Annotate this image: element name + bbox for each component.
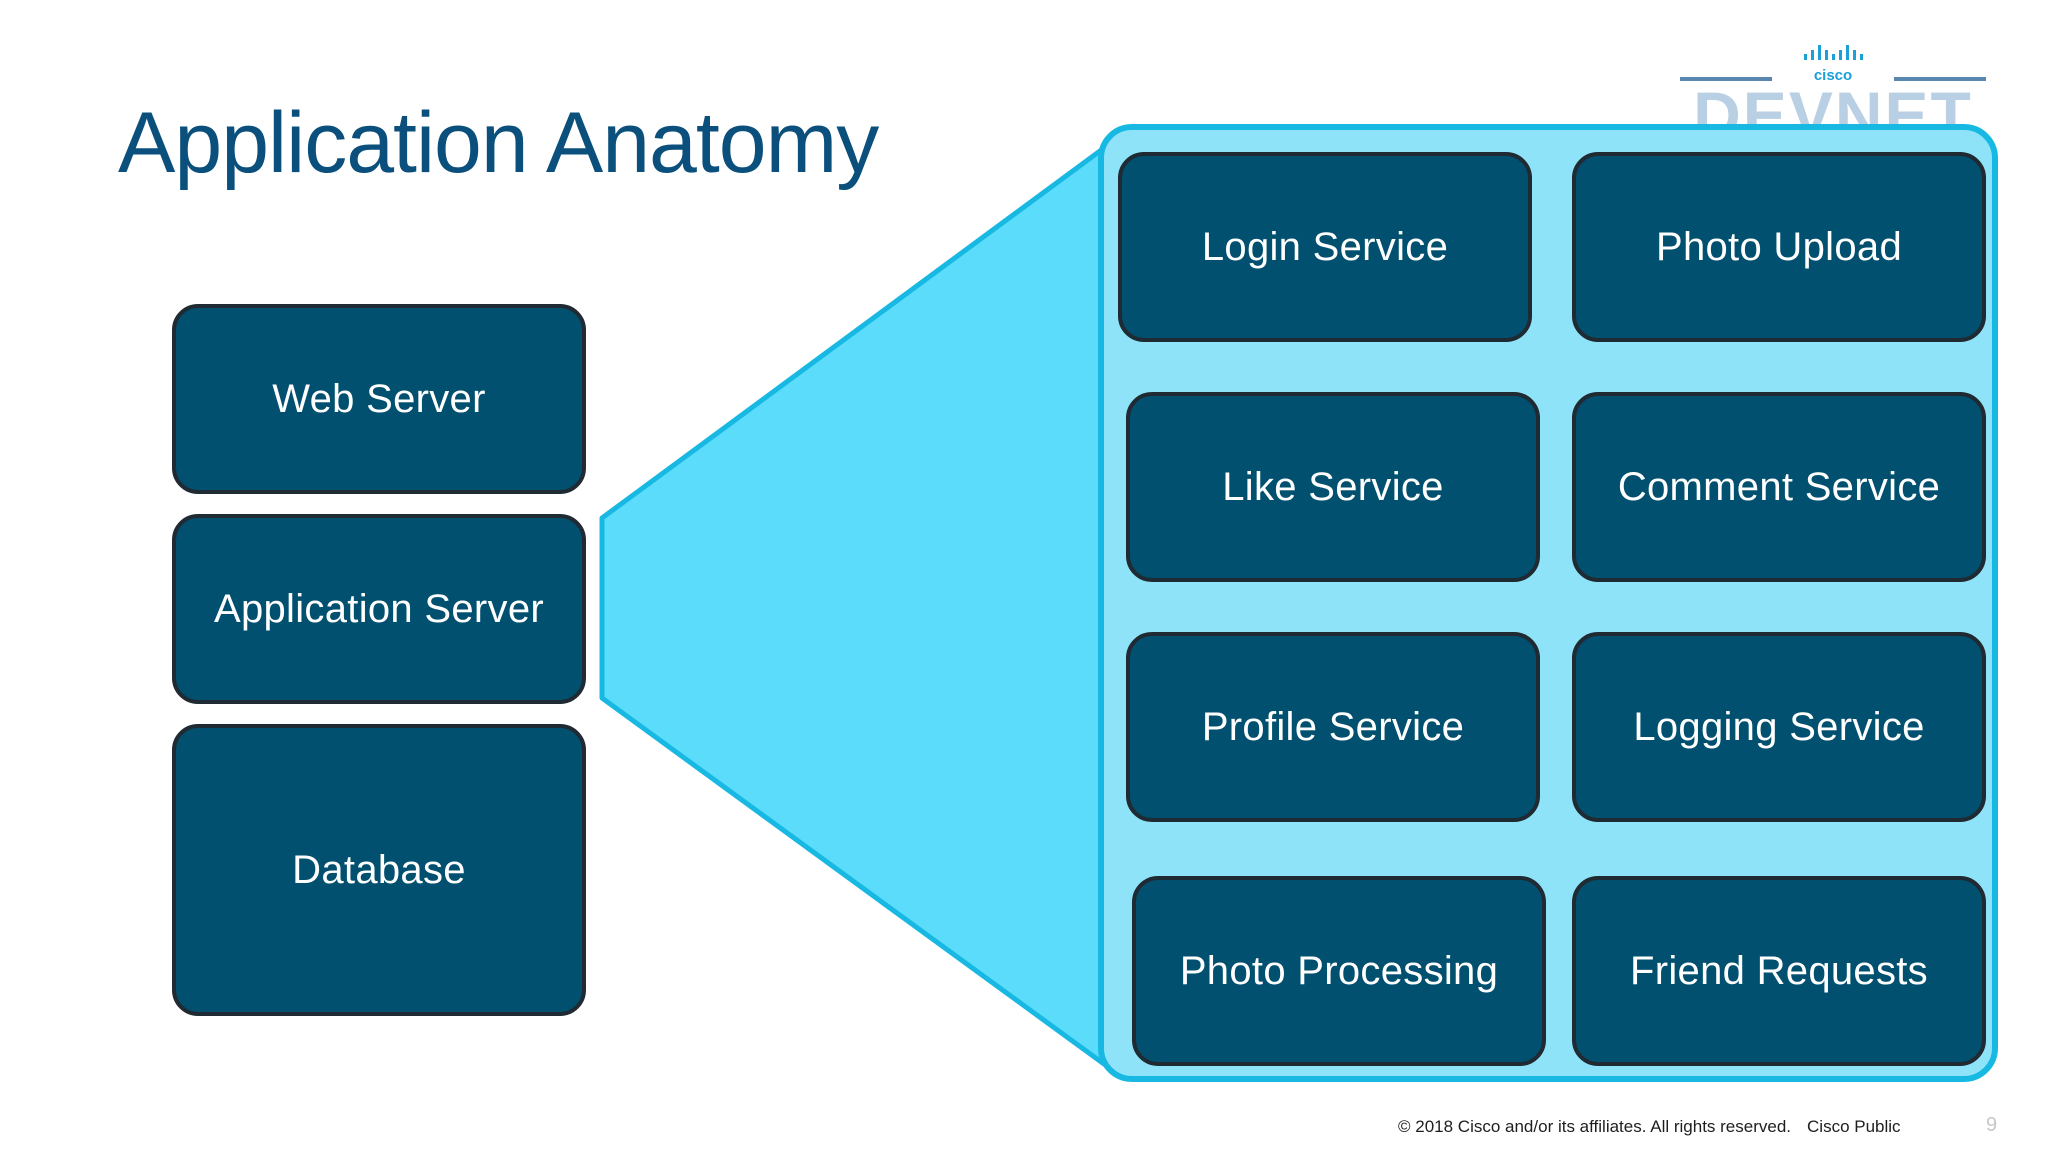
profile-service-box: Profile Service bbox=[1126, 632, 1540, 822]
page-number: 9 bbox=[1986, 1114, 1998, 1136]
friend-requests-box: Friend Requests bbox=[1572, 876, 1986, 1066]
logo-product-text: DEVNET bbox=[1693, 78, 1973, 132]
database-box: Database bbox=[172, 724, 586, 1016]
login-service-box: Login Service bbox=[1118, 152, 1532, 342]
footer-copyright: © 2018 Cisco and/or its affiliates. All … bbox=[1398, 1117, 1792, 1136]
comment-service-box: Comment Service bbox=[1572, 392, 1986, 582]
photo-upload-box: Photo Upload bbox=[1572, 152, 1986, 342]
cisco-bridge-logo-icon: cisco DEVNET bbox=[1680, 45, 1986, 132]
footer: © 2018 Cisco and/or its affiliates. All … bbox=[1398, 1117, 1901, 1137]
logo-company-text: cisco bbox=[1814, 67, 1852, 84]
slide-title: Application Anatomy bbox=[118, 95, 879, 191]
footer-classification: Cisco Public bbox=[1807, 1117, 1901, 1136]
logging-service-box: Logging Service bbox=[1572, 632, 1986, 822]
photo-processing-box: Photo Processing bbox=[1132, 876, 1546, 1066]
application-server-box: Application Server bbox=[172, 514, 586, 704]
web-server-box: Web Server bbox=[172, 304, 586, 494]
like-service-box: Like Service bbox=[1126, 392, 1540, 582]
devnet-logo: cisco DEVNET bbox=[1680, 42, 2000, 132]
